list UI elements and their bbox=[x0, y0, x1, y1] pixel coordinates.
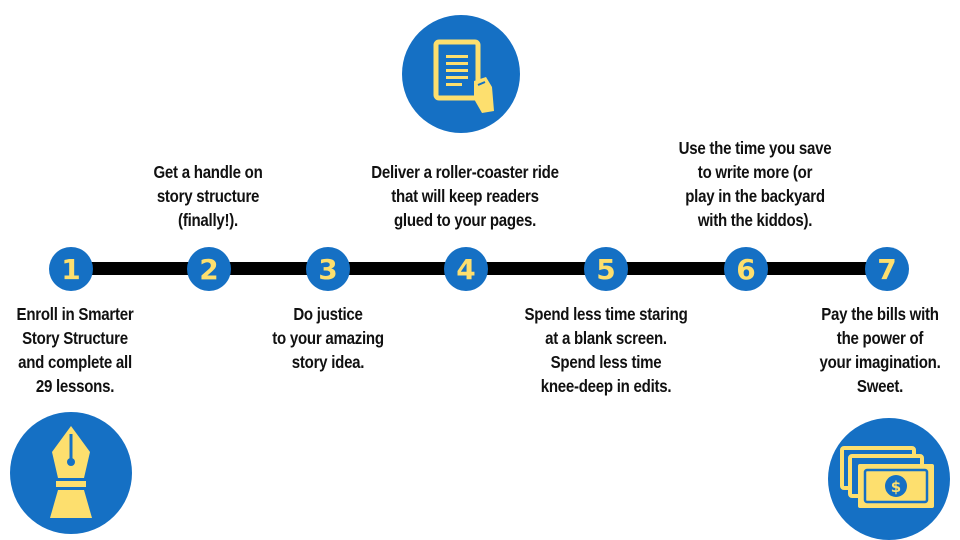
step-4-number: 4 bbox=[444, 247, 488, 291]
step-7-text: Pay the bills with the power of your ima… bbox=[819, 304, 941, 396]
step-6-text: Use the time you save to write more (or … bbox=[678, 138, 832, 230]
step-3-text: Do justice to your amazing story idea. bbox=[272, 304, 384, 372]
money-stack-icon: $ bbox=[828, 418, 950, 540]
step-1-number: 1 bbox=[49, 247, 93, 291]
step-2-text: Get a handle on story structure (finally… bbox=[153, 162, 263, 230]
step-1-text: Enroll in Smarter Story Structure and co… bbox=[16, 304, 134, 396]
step-5-number: 5 bbox=[584, 247, 628, 291]
step-6-number: 6 bbox=[724, 247, 768, 291]
step-2-number: 2 bbox=[187, 247, 231, 291]
step-7-number: 7 bbox=[865, 247, 909, 291]
step-3-number: 3 bbox=[306, 247, 350, 291]
fountain-pen-icon bbox=[10, 412, 132, 534]
step-4-text: Deliver a roller-coaster ride that will … bbox=[371, 162, 559, 230]
step-5-text: Spend less time staring at a blank scree… bbox=[524, 304, 688, 396]
dollar-sign-icon: $ bbox=[891, 478, 901, 496]
tablet-reading-icon bbox=[402, 15, 520, 133]
